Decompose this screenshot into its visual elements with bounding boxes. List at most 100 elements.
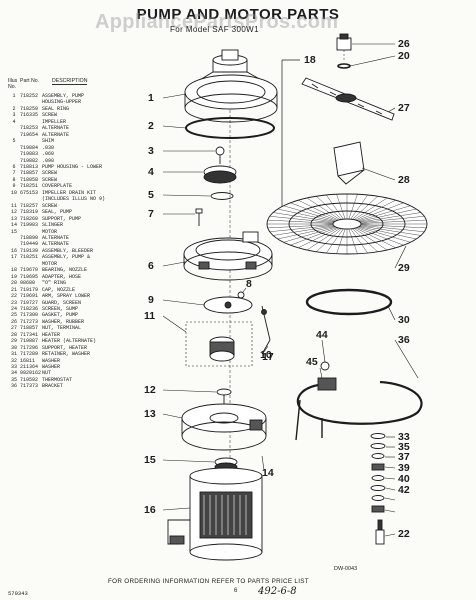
callout-33: 33 [398, 431, 410, 443]
hose-adapter-drawing [375, 519, 385, 545]
callout-45: 45 [306, 356, 318, 368]
screen-spoke-line [273, 212, 335, 223]
description-cell: ADAPTER, HOSE [42, 273, 82, 280]
callout-29: 29 [398, 262, 410, 274]
callout-9: 9 [148, 294, 154, 306]
screen-spoke-line [283, 205, 336, 222]
screen-spoke-line [290, 202, 338, 221]
description-cell: PUMP HOUSING - LOWER [42, 163, 103, 170]
part-number-cell: 718236 [20, 305, 39, 312]
callout-14: 14 [262, 467, 274, 479]
description-cell: ALTERNATE [42, 234, 70, 241]
illus-cell: 33 [10, 364, 17, 371]
model-subtitle: For Model SAF 300W1 [170, 25, 259, 34]
part-number-cell: 718890 [20, 234, 39, 241]
part-number-cell: 719139 [20, 247, 39, 254]
part-number-cell: 719691 [20, 293, 39, 300]
illus-cell: 15 [10, 228, 17, 235]
callout-22: 22 [398, 528, 410, 540]
screw-drawing-3 [215, 146, 225, 164]
callout-44: 44 [316, 329, 328, 341]
description-cell: NUT, TERMINAL [42, 325, 82, 332]
part-number-cell: 717300 [20, 312, 39, 319]
callout-4: 4 [148, 166, 154, 178]
screen-spoke-line [277, 226, 335, 240]
col-desc-header: DESCRIPTION [52, 78, 88, 85]
part-number-cell: 718257 [20, 202, 39, 209]
description-cell: THERMOSTAT [42, 376, 73, 383]
callout-30: 30 [398, 314, 410, 326]
callout-7: 7 [148, 208, 154, 220]
description-cell: CAP, NOZZLE [42, 286, 76, 293]
callout-37: 37 [398, 451, 410, 463]
impeller-drawing [203, 165, 237, 184]
screen-spoke-line [356, 227, 404, 246]
part-number-cell: 98680 [20, 280, 36, 287]
screen-spoke-line [352, 196, 378, 220]
callout-35: 35 [398, 441, 410, 453]
illus-cell: 6 [12, 163, 16, 170]
screen-spoke-line [316, 196, 342, 220]
screen-spoke-line [277, 208, 335, 222]
sump-screen-drawing [266, 193, 428, 255]
screen-spoke-line [348, 194, 358, 220]
illus-cell: 7 [12, 170, 16, 177]
screen-spoke-line [316, 228, 342, 252]
description-cell: WASHER [42, 357, 61, 364]
illus-cell: 31 [10, 351, 17, 358]
callout-42: 42 [398, 484, 410, 496]
washer-nut-stack-drawing [370, 433, 386, 513]
illus-cell: 28 [10, 331, 17, 338]
description-cell: SEAL RING [42, 105, 70, 112]
illus-cell: 3 [12, 112, 16, 119]
description-cell: ASSEMBLY, PUMP & [42, 254, 91, 261]
illus-cell: 23 [10, 299, 17, 306]
part-number-cell: 211364 [20, 364, 39, 371]
screen-spoke-line [358, 226, 411, 243]
pump-gasket-drawing [305, 288, 393, 316]
part-number-cell: 719449 [20, 241, 39, 248]
callout-36: 36 [398, 334, 410, 346]
illus-cell: 9 [12, 183, 16, 190]
callout-17: 17 [262, 351, 274, 363]
screen-spoke-line [283, 226, 336, 243]
screen-spoke-line [355, 227, 396, 248]
illus-cell: 22 [10, 293, 17, 300]
part-number-cell: 718251 [20, 183, 39, 190]
illus-cell: 26 [10, 318, 17, 325]
screen-spoke-line [360, 219, 427, 224]
screen-spoke-line [290, 227, 338, 246]
part-number-cell: 16811 [20, 357, 36, 364]
drawing-code: DW-0043 [334, 566, 358, 572]
part-number-cell: 719670 [20, 267, 39, 274]
description-cell: COVERPLATE [42, 183, 73, 190]
part-number-cell: 718813 [20, 163, 39, 170]
screen-spoke-line [359, 226, 417, 240]
ordering-note: FOR ORDERING INFORMATION REFER TO PARTS … [108, 578, 309, 585]
screen-spoke-line [267, 219, 334, 224]
col-part-header: Part No. [20, 78, 40, 84]
part-number-cell: 719654 [20, 131, 39, 138]
screen-spoke-line [298, 200, 339, 221]
illus-cell: 17 [10, 254, 17, 261]
description-cell: NUT [42, 370, 52, 377]
part-number-cell: 719727 [20, 299, 39, 306]
description-cell: RETAINER, WASHER [42, 351, 91, 358]
screen-spoke-line [269, 216, 334, 223]
screen-spoke-line [273, 225, 335, 236]
